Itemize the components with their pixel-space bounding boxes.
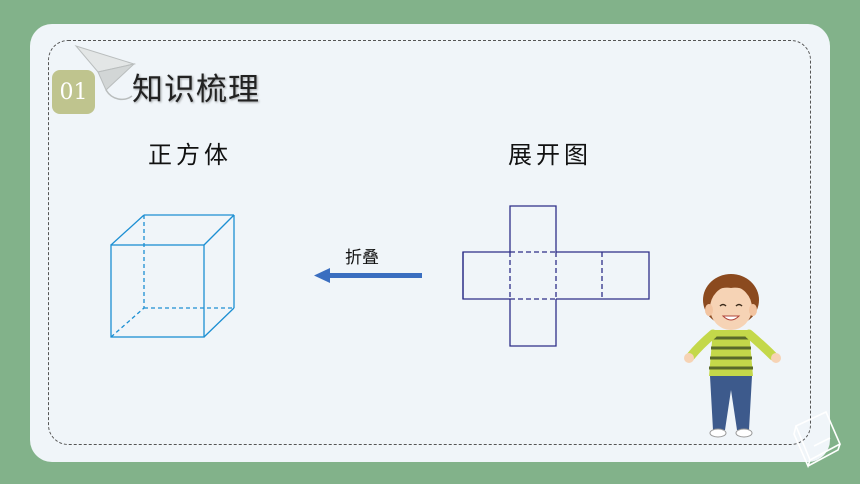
boy-illustration	[684, 274, 781, 438]
content-card	[30, 24, 830, 462]
net-label: 展开图	[508, 141, 592, 169]
book-icon	[793, 410, 842, 469]
left-arrow-icon	[314, 268, 422, 283]
dashed-frame	[48, 40, 811, 445]
section-title: 知识梳理	[132, 72, 260, 108]
cube-diagram	[110, 214, 235, 338]
fold-arrow-label: 折叠	[345, 248, 379, 268]
section-number-badge: 01	[52, 70, 95, 114]
paper-plane-icon	[74, 45, 136, 101]
cube-net-diagram	[462, 205, 650, 347]
cube-label: 正方体	[148, 141, 232, 169]
